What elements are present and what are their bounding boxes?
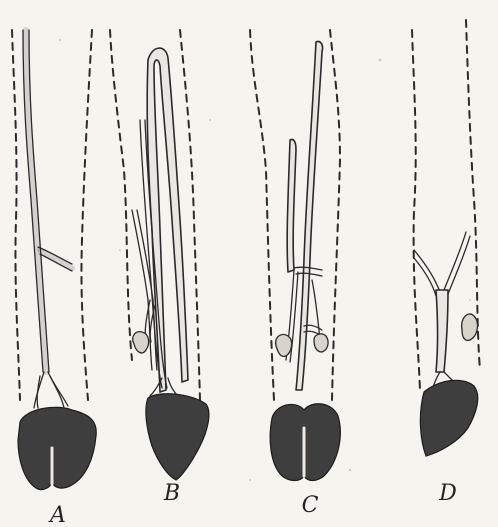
panel-d-outline-left [412, 30, 420, 390]
panel-a-label: A [48, 503, 66, 527]
panel-d-pad [420, 380, 477, 456]
panel-c: C [250, 30, 340, 518]
panel-a-pad [18, 407, 96, 489]
panel-c-outline-left [250, 30, 274, 400]
panel-c-outline-right [330, 30, 340, 400]
panel-b-pad [146, 394, 209, 480]
panel-d-label: D [438, 481, 457, 506]
panel-c-nodule-left [276, 334, 292, 356]
panel-c-nodule-right [314, 334, 328, 352]
panel-b-label: B [163, 481, 180, 506]
panel-a-outline-left [12, 30, 20, 400]
panel-c-label: C [302, 493, 319, 518]
panel-d: D [412, 20, 480, 506]
panel-b-outline-left [110, 30, 132, 360]
panel-b-nodule [133, 332, 149, 353]
panel-a-outline-right [81, 30, 92, 400]
panel-a-vessel [23, 30, 72, 408]
panel-a: A [12, 30, 96, 527]
panel-b: B [110, 30, 209, 506]
panel-d-vessels [414, 232, 470, 390]
panel-d-nodule [462, 314, 478, 340]
paper-texture [59, 39, 471, 481]
